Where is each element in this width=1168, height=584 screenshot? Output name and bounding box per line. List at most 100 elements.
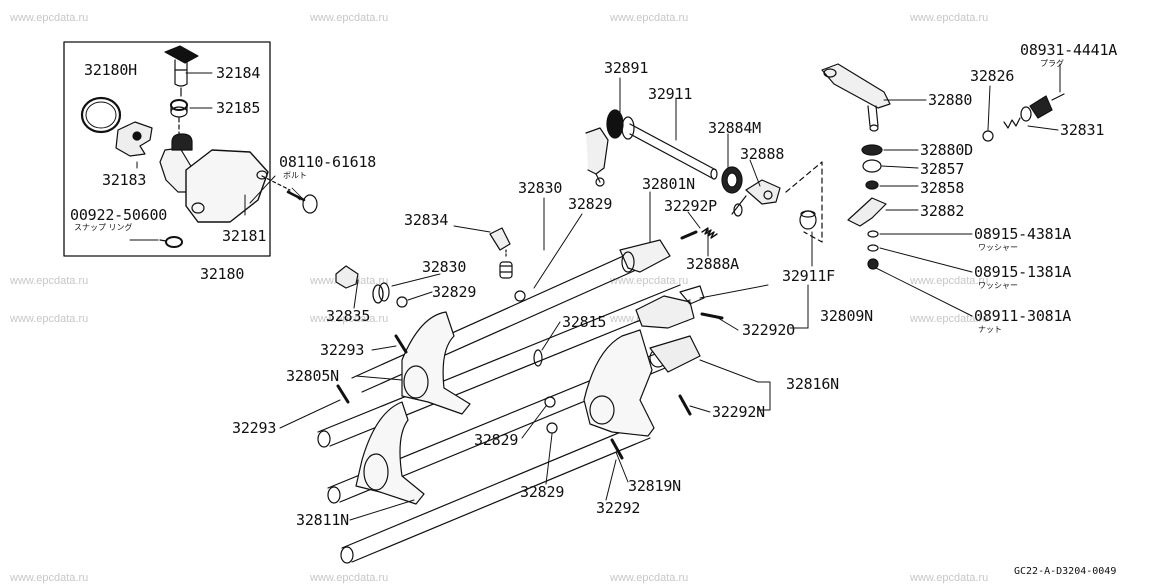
part-label: 32891 xyxy=(604,59,649,77)
housing-32181 xyxy=(159,133,269,223)
lever-32882 xyxy=(847,197,887,227)
lever-32891 xyxy=(585,109,635,187)
part-label: 32829 xyxy=(520,483,565,501)
pin-32292P xyxy=(680,230,698,240)
pin-32292O xyxy=(700,312,724,320)
part-label: 32835 xyxy=(326,307,371,325)
ball-32829 xyxy=(514,290,526,302)
leader-lines xyxy=(129,72,276,241)
part-label: 08110-61618 xyxy=(279,153,377,171)
fork-32805N xyxy=(401,311,471,415)
spring-32831 xyxy=(1003,117,1021,129)
shaft-32184 xyxy=(164,45,199,97)
part-label: 08911-3081A xyxy=(974,307,1072,325)
leader-lines xyxy=(279,63,1061,521)
part-label: 32292N xyxy=(712,403,765,421)
snap-ring-00922 xyxy=(159,236,183,248)
ring-32185 xyxy=(170,99,188,118)
watermark: www.epcdata.ru xyxy=(310,12,389,24)
interlock-32815 xyxy=(533,349,543,367)
part-label: 32831 xyxy=(1060,121,1105,139)
plug-08931 xyxy=(1020,93,1065,122)
bolt-08110 xyxy=(261,175,318,214)
part-label: 32888A xyxy=(686,255,739,273)
part-label: 32801N xyxy=(642,175,695,193)
part-label: 32181 xyxy=(222,227,267,245)
lever-32888 xyxy=(731,179,781,217)
spring-32888A xyxy=(701,227,718,239)
rod-main-3 xyxy=(340,423,651,564)
plug-32835 xyxy=(335,265,390,304)
washer-08915-1381A xyxy=(867,244,879,252)
watermark: www.epcdata.ru xyxy=(10,572,89,584)
part-label: 08915-1381A xyxy=(974,263,1072,281)
part-label: 32292 xyxy=(596,499,641,517)
part-label: 32826 xyxy=(970,67,1015,85)
o-ring-32180H xyxy=(80,96,122,134)
watermark: www.epcdata.ru xyxy=(910,572,989,584)
figure-code: GC22-A-D3204-0049 xyxy=(1014,566,1117,577)
cap-32911F xyxy=(799,210,817,230)
pin-32292 xyxy=(610,438,624,460)
pin-32293 xyxy=(394,334,408,354)
part-label: 32183 xyxy=(102,171,147,189)
lever-32880 xyxy=(821,63,891,132)
part-label: 32888 xyxy=(740,145,785,163)
part-label: 32829 xyxy=(432,283,477,301)
watermark: www.epcdata.ru xyxy=(310,572,389,584)
watermark: www.epcdata.ru xyxy=(910,12,989,24)
watermark: www.epcdata.ru xyxy=(910,275,989,287)
pin-32292N xyxy=(678,394,692,416)
nut-32858 xyxy=(865,180,879,190)
part-label: 32811N xyxy=(296,511,349,529)
washer-08915-4381A xyxy=(867,230,879,238)
part-label: 32185 xyxy=(216,99,261,117)
gear-32884M xyxy=(721,166,743,194)
watermark: www.epcdata.ru xyxy=(10,12,89,24)
part-label: 32882 xyxy=(920,202,965,220)
ball-32826 xyxy=(982,130,994,142)
fork-32811N xyxy=(355,401,425,505)
part-label: 32880D xyxy=(920,141,973,159)
part-label: 32857 xyxy=(920,160,965,178)
part-sublabel: プラグ xyxy=(1040,59,1064,68)
part-label: 32858 xyxy=(920,179,965,197)
watermark: www.epcdata.ru xyxy=(310,313,389,325)
part-label: 32819N xyxy=(628,477,681,495)
watermark: www.epcdata.ru xyxy=(610,572,689,584)
pin-32293 xyxy=(336,384,350,404)
washer-32880D xyxy=(861,144,883,156)
part-label: 32815 xyxy=(562,313,607,331)
part-label: 32293 xyxy=(232,419,277,437)
part-label: 32911 xyxy=(648,85,693,103)
ball-32829 xyxy=(396,296,408,308)
fork-32809N xyxy=(635,285,705,329)
part-label: 08931-4441A xyxy=(1020,41,1118,59)
part-label: 32816N xyxy=(786,375,839,393)
part-label: 32184 xyxy=(216,64,261,82)
watermark: www.epcdata.ru xyxy=(610,12,689,24)
fork-32816N xyxy=(583,329,701,437)
bush-32857 xyxy=(862,159,882,173)
watermark: www.epcdata.ru xyxy=(10,313,89,325)
inset-box xyxy=(63,41,271,257)
nut-08911 xyxy=(867,258,879,270)
part-label: 32829 xyxy=(474,431,519,449)
ball-32829 xyxy=(546,422,558,434)
part-label: 32180 xyxy=(200,265,245,283)
part-label: 32293 xyxy=(320,341,365,359)
part-label: 32880 xyxy=(928,91,973,109)
assembly-outline xyxy=(785,161,823,243)
part-sublabel: スナップ リング xyxy=(74,223,133,232)
part-label: 32830 xyxy=(422,258,467,276)
part-label: 32884M xyxy=(708,119,761,137)
part-sublabel: ナット xyxy=(978,325,1002,334)
part-label: 32829 xyxy=(568,195,613,213)
part-label: 00922-50600 xyxy=(70,206,168,224)
part-label: 32809N xyxy=(820,307,873,325)
part-label: 32292O xyxy=(742,321,795,339)
bracket-32183 xyxy=(115,121,153,157)
plug-32834 xyxy=(489,227,513,279)
part-label: 32911F xyxy=(782,267,835,285)
